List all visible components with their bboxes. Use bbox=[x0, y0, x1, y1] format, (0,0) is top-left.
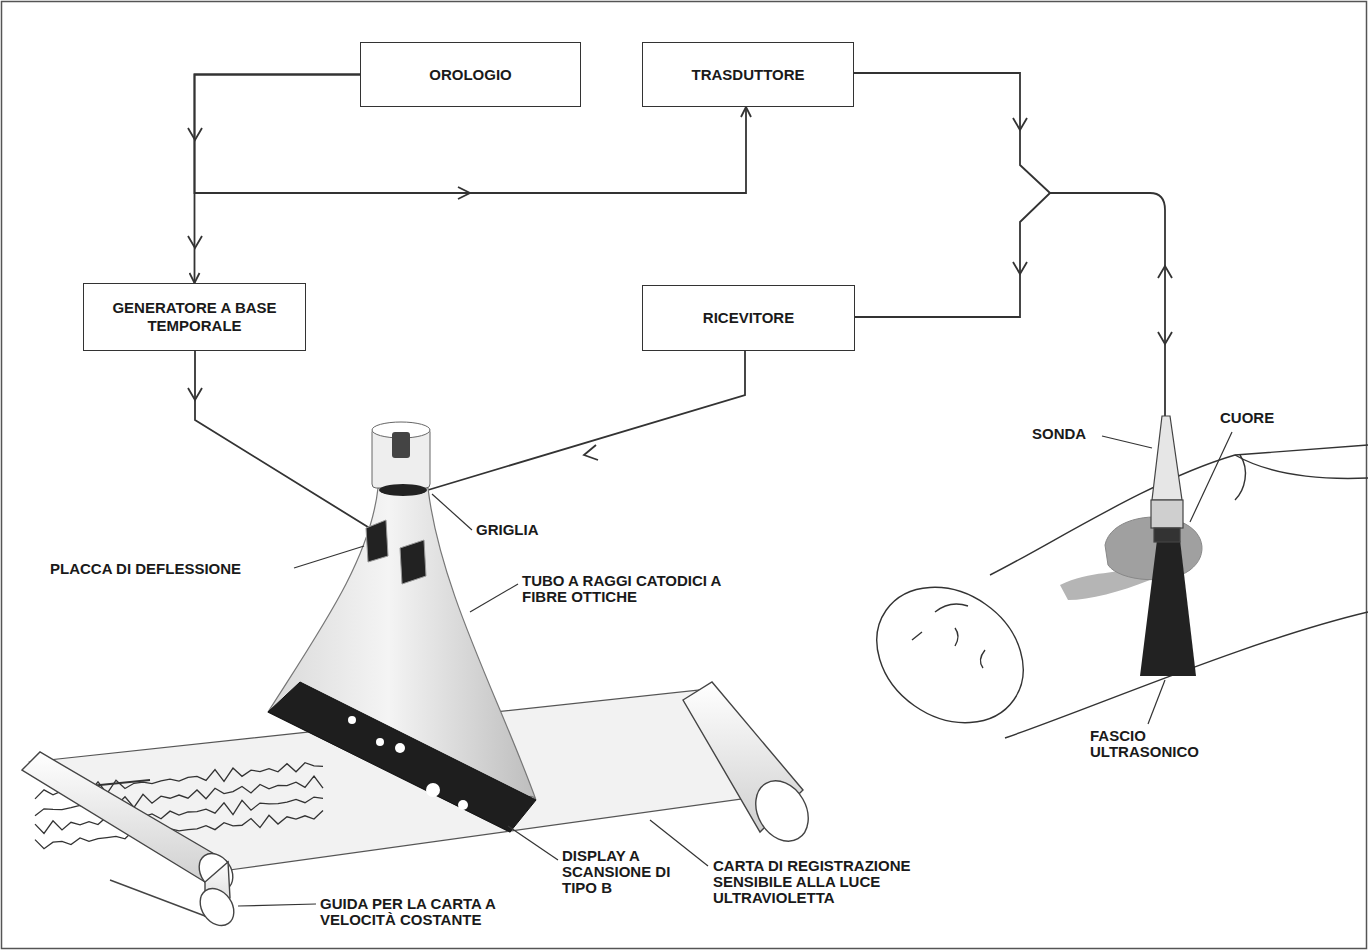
process-box: GENERATORE A BASE TEMPORALE bbox=[83, 283, 306, 351]
box-label: TRASDUTTORE bbox=[691, 66, 804, 84]
wires bbox=[188, 73, 1172, 532]
deflection-plate bbox=[366, 520, 388, 562]
part-label: TUBO A RAGGI CATODICI A FIBRE OTTICHE bbox=[522, 573, 734, 605]
part-label: GRIGLIA bbox=[476, 522, 576, 538]
ultrasonic-beam bbox=[1140, 540, 1196, 676]
b-scan-display bbox=[268, 682, 536, 832]
signal-wire bbox=[195, 75, 361, 284]
paper-roller bbox=[683, 682, 819, 851]
part-label: PLACCA DI DEFLESSIONE bbox=[50, 561, 300, 577]
grid bbox=[379, 484, 427, 496]
part-label: CARTA DI REGISTRAZIONE SENSIBILE ALLA LU… bbox=[713, 858, 953, 907]
deflection-plate bbox=[400, 540, 426, 584]
part-label: DISPLAY A SCANSIONE DI TIPO B bbox=[562, 848, 686, 897]
cathode-ray-tube bbox=[268, 422, 536, 832]
leader-lines bbox=[238, 432, 1232, 906]
part-label: SONDA bbox=[1032, 426, 1112, 442]
part-label: FASCIO ULTRASONICO bbox=[1090, 728, 1220, 760]
part-label: GUIDA PER LA CARTA A VELOCITÀ COSTANTE bbox=[320, 896, 525, 928]
part-label: CUORE bbox=[1220, 410, 1300, 426]
process-box: RICEVITORE bbox=[642, 285, 855, 351]
box-label: RICEVITORE bbox=[703, 309, 794, 327]
paper-guide-rollers bbox=[22, 752, 241, 932]
box-label: GENERATORE A BASE TEMPORALE bbox=[94, 299, 295, 335]
process-box: TRASDUTTORE bbox=[642, 42, 854, 107]
probe bbox=[1151, 416, 1183, 542]
box-label: OROLOGIO bbox=[429, 66, 512, 84]
process-box: OROLOGIO bbox=[360, 42, 581, 107]
patient bbox=[851, 445, 1368, 751]
